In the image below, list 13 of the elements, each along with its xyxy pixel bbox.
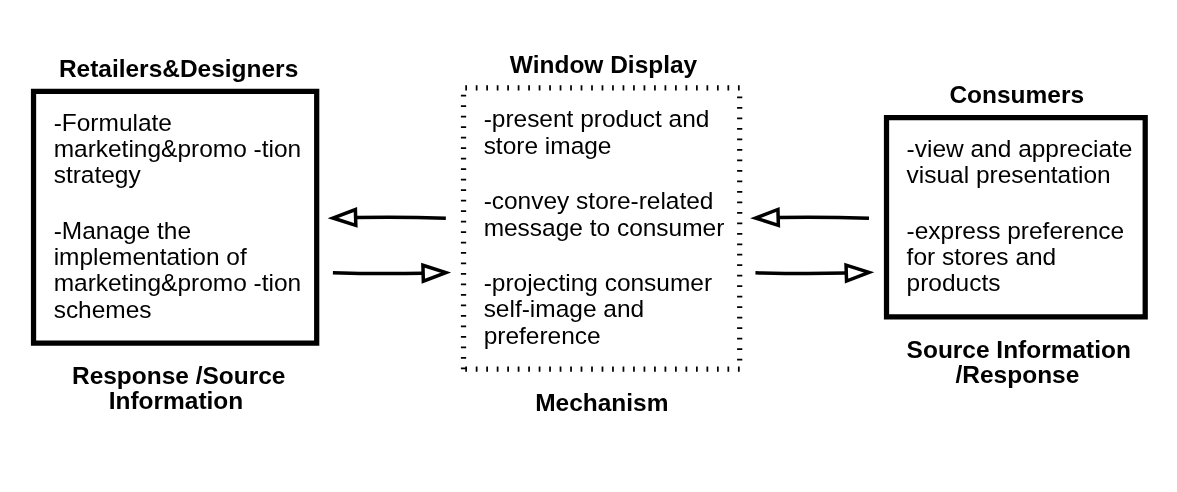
node-box: -present product and store image -convey store-related message to consumer -projecting consumer self-image and preference [460,85,743,372]
arrow [327,207,446,228]
node-label: Window Display [509,51,698,79]
node-label: Source Information /Response [906,336,1131,388]
arrow [750,206,870,228]
arrow [755,262,875,284]
node-label: Consumers [949,81,1085,109]
node-label: Mechanism [535,388,669,416]
node-label: Retailers&Designers [58,54,299,82]
node-label: Response /Source Information [72,362,286,414]
arrow [332,262,452,284]
node-box: -Formulate marketing&promo -tion strategy -Manage the implementation of marketing&promo -tion schemes [30,88,320,346]
node-box: -view and appreciate visual presentation -express preference for stores and products [883,114,1148,320]
